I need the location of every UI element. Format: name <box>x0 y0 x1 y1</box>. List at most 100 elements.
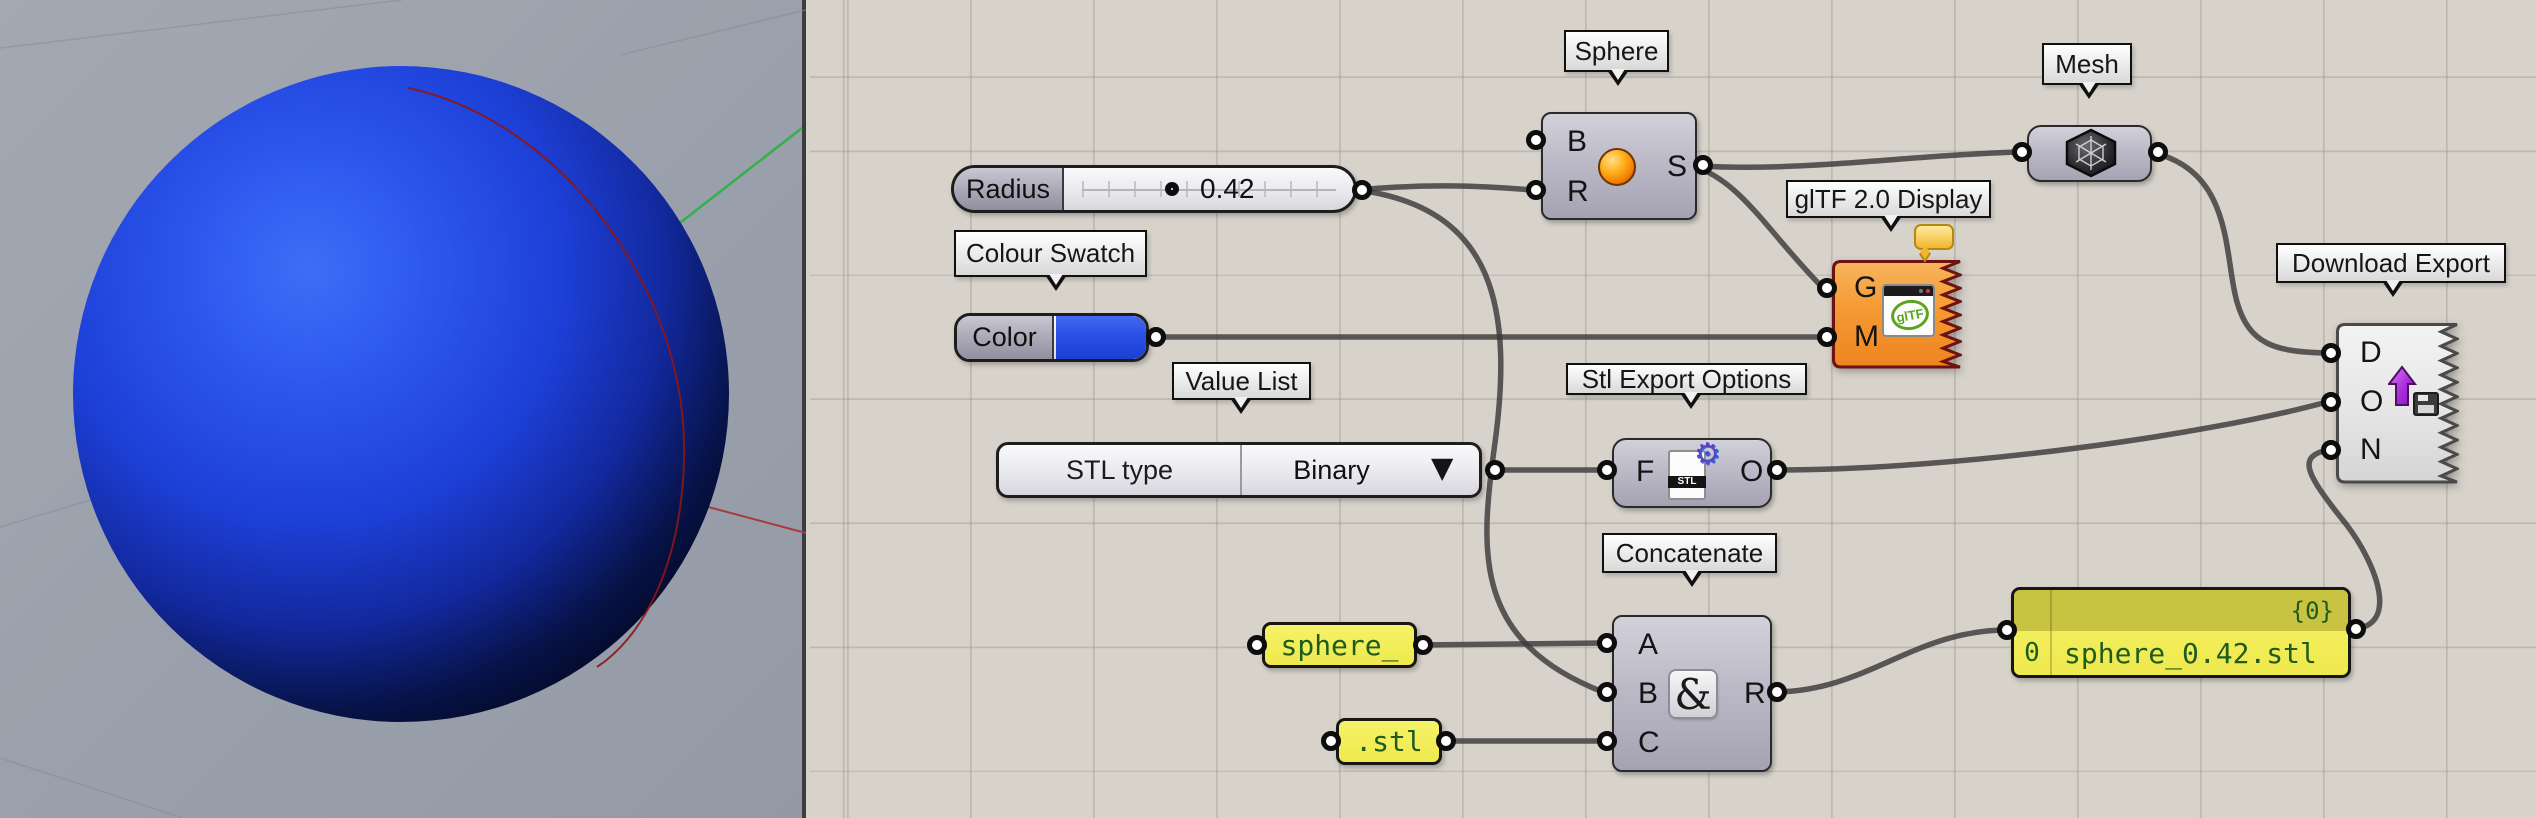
concat-input-b-nub[interactable] <box>1597 682 1617 702</box>
mesh-output-nub[interactable] <box>2148 142 2168 162</box>
value-list-selected[interactable]: Binary <box>1244 445 1419 495</box>
stl-output-o[interactable]: O <box>1740 455 1764 488</box>
output-panel-branch-path: {0} <box>2290 596 2334 625</box>
upload-save-icon <box>2388 365 2439 416</box>
concatenate-callout-text: Concatenate <box>1615 537 1764 568</box>
colour-swatch-output-nub[interactable] <box>1146 327 1166 347</box>
stl-input-f[interactable]: F <box>1636 455 1655 488</box>
sphere-output-s[interactable]: S <box>1667 150 1688 183</box>
concat-output-r-nub[interactable] <box>1767 682 1787 702</box>
colour-swatch-label-text: Color <box>972 322 1037 352</box>
sphere-input-r-nub[interactable] <box>1526 180 1546 200</box>
gltf-input-g-nub[interactable] <box>1817 278 1837 298</box>
suffix-panel[interactable]: .stl <box>1336 718 1442 765</box>
radius-slider-output-nub[interactable] <box>1352 180 1372 200</box>
sphere-input-b-nub[interactable] <box>1526 130 1546 150</box>
mesh-input-nub[interactable] <box>2012 142 2032 162</box>
value-list-name: STL type <box>999 445 1242 495</box>
grasshopper-canvas[interactable]: Radius 0.42 Colour Swatch Color Value Li… <box>810 0 2536 818</box>
gltf-callout-text: glTF 2.0 Display <box>1794 183 1983 214</box>
gear-icon: ⚙ <box>1694 438 1721 471</box>
download-input-n[interactable]: N <box>2360 433 2382 466</box>
output-panel-column-divider <box>2050 590 2052 675</box>
sphere-node[interactable]: B R S <box>1541 112 1697 220</box>
sphere-output-s-nub[interactable] <box>1693 155 1713 175</box>
stl-input-f-nub[interactable] <box>1597 460 1617 480</box>
download-input-o-nub[interactable] <box>2321 392 2341 412</box>
rhino-3d-viewport[interactable] <box>0 0 806 818</box>
concatenate-callout: Concatenate <box>1602 533 1777 587</box>
wire-sphere-to-gltf-g[interactable] <box>1696 165 1826 291</box>
download-callout: Download Export <box>2276 243 2506 297</box>
concat-input-c-nub[interactable] <box>1597 731 1617 751</box>
wire-slider-to-concat-b[interactable] <box>1355 187 1606 695</box>
value-list-dropdown-icon[interactable]: ▼ <box>1423 447 1461 490</box>
concat-input-a-nub[interactable] <box>1597 633 1617 653</box>
download-export-node[interactable]: D O N <box>2336 323 2461 484</box>
output-panel-row-text: sphere_0.42.stl <box>2064 636 2317 670</box>
suffix-panel-input-nub[interactable] <box>1321 731 1341 751</box>
mesh-node[interactable] <box>2027 125 2152 182</box>
ampersand-icon-glyph: & <box>1674 669 1712 719</box>
value-list-selected-text: Binary <box>1293 454 1370 485</box>
gltf-input-g[interactable]: G <box>1854 271 1878 304</box>
download-input-d[interactable]: D <box>2360 336 2382 369</box>
concat-input-c[interactable]: C <box>1638 726 1660 759</box>
stl-options-node[interactable]: F O STL ⚙ <box>1612 438 1772 508</box>
concat-input-a[interactable]: A <box>1638 628 1659 661</box>
download-input-o[interactable]: O <box>2360 385 2384 418</box>
gltf-icon: glTF <box>1882 284 1935 337</box>
gltf-input-m[interactable]: M <box>1854 320 1879 353</box>
suffix-panel-output-nub[interactable] <box>1436 731 1456 751</box>
mesh-icon <box>2065 128 2117 178</box>
wire-concat-to-panel[interactable] <box>1770 627 2006 695</box>
wire-mesh-to-download-d[interactable] <box>2151 150 2330 356</box>
value-list-name-text: STL type <box>1065 454 1174 485</box>
output-panel-output-nub[interactable] <box>2346 619 2366 639</box>
download-input-d-nub[interactable] <box>2321 343 2341 363</box>
value-list-callout: Value List <box>1172 362 1311 414</box>
concatenate-node[interactable]: A B C R & <box>1612 615 1772 772</box>
wire-prefix-to-concat-a[interactable] <box>1416 640 1606 648</box>
wire-slider-to-sphere-r[interactable] <box>1355 183 1535 193</box>
stl-output-o-nub[interactable] <box>1767 460 1787 480</box>
stl-options-callout-text: Stl Export Options <box>1581 363 1792 394</box>
value-list-callout-text: Value List <box>1185 365 1298 396</box>
radius-slider-label[interactable]: Radius <box>954 168 1064 210</box>
output-panel-input-nub[interactable] <box>1997 620 2017 640</box>
warning-balloon-icon[interactable] <box>1914 224 1954 263</box>
wire-stl-to-download-o[interactable] <box>1770 399 2330 473</box>
colour-swatch-color[interactable] <box>1056 316 1146 359</box>
output-panel[interactable]: {0} 0 sphere_0.42.stl <box>2011 587 2351 678</box>
preview-sphere <box>73 66 729 722</box>
viewport-scene <box>0 0 806 818</box>
output-panel-header: {0} <box>2014 590 2348 631</box>
colour-swatch[interactable]: Color <box>954 313 1149 362</box>
gltf-display-node[interactable]: G M glTF <box>1832 260 1965 369</box>
colour-swatch-label: Color <box>957 316 1054 359</box>
concat-output-r[interactable]: R <box>1744 677 1766 710</box>
radius-slider[interactable]: Radius 0.42 <box>951 165 1357 213</box>
suffix-panel-text: .stl <box>1355 725 1423 758</box>
concat-input-b[interactable]: B <box>1638 677 1659 710</box>
wire-sphere-to-mesh[interactable] <box>1696 149 2021 171</box>
slider-knob[interactable] <box>1165 182 1179 196</box>
y-axis-line <box>675 127 803 227</box>
prefix-panel[interactable]: sphere_ <box>1262 622 1417 668</box>
ampersand-icon: & <box>1670 669 1716 719</box>
sphere-input-b[interactable]: B <box>1567 125 1588 158</box>
colour-swatch-callout-text: Colour Swatch <box>965 238 1136 268</box>
value-list[interactable]: STL type Binary ▼ <box>996 442 1482 498</box>
download-input-n-nub[interactable] <box>2321 440 2341 460</box>
value-list-output-nub[interactable] <box>1485 460 1505 480</box>
radius-slider-label-text: Radius <box>965 173 1051 204</box>
sphere-input-r[interactable]: R <box>1567 175 1589 208</box>
gltf-input-m-nub[interactable] <box>1817 327 1837 347</box>
slider-value: 0.42 <box>1200 173 1255 204</box>
wire-panel-to-download-n[interactable] <box>2306 447 2383 632</box>
mesh-callout: Mesh <box>2042 43 2132 99</box>
prefix-panel-output-nub[interactable] <box>1413 635 1433 655</box>
slider-track-line <box>1082 189 1336 191</box>
prefix-panel-input-nub[interactable] <box>1247 635 1267 655</box>
